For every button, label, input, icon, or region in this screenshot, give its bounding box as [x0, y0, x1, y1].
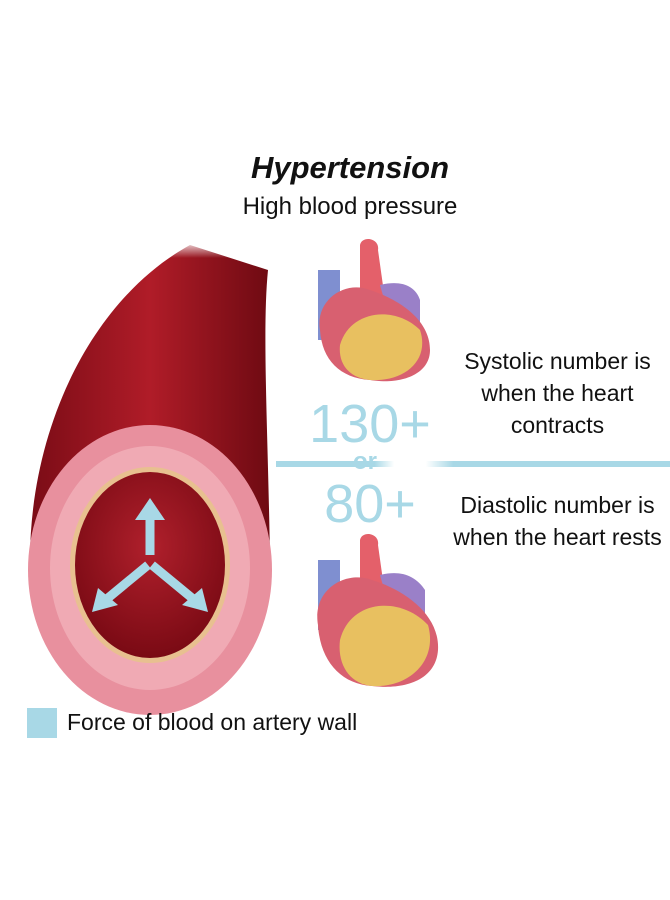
- legend-swatch: [27, 708, 57, 738]
- legend-label: Force of blood on artery wall: [67, 709, 358, 735]
- heart-resting-illustration: [317, 533, 439, 687]
- artery-illustration: [28, 240, 280, 715]
- subtitle: High blood pressure: [242, 193, 458, 220]
- diastolic-number: 80+: [324, 474, 416, 534]
- diastolic-description: Diastolic number is when the heart rests: [453, 492, 662, 550]
- divider: [276, 461, 670, 467]
- title: Hypertension: [250, 150, 450, 185]
- force-arrows: [92, 498, 208, 612]
- separator-or: or: [353, 448, 377, 475]
- heart-contracting-illustration: [318, 238, 430, 382]
- systolic-description: Systolic number is when the heart contra…: [464, 348, 651, 438]
- systolic-number: 130+: [309, 394, 431, 454]
